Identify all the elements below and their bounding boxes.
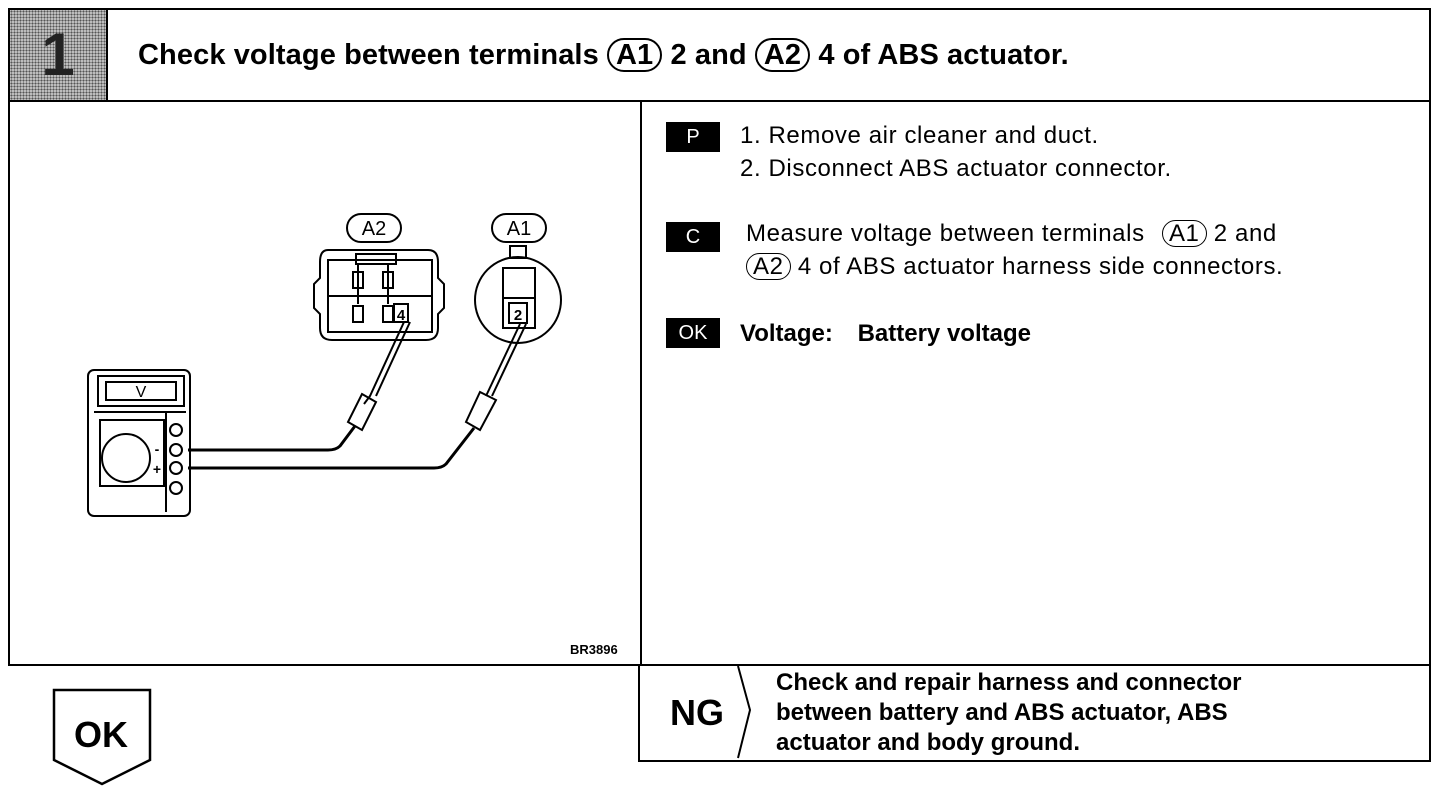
step-number-box: 1	[10, 10, 108, 100]
step-title: Check voltage between terminals A1 2 and…	[138, 38, 1069, 73]
ok-spec: Voltage: Battery voltage	[740, 320, 1031, 348]
instructions-panel: P 1. Remove air cleaner and duct. 2. Dis…	[650, 100, 1430, 660]
title-suffix: 4 of ABS actuator.	[818, 39, 1069, 71]
ng-result-box: NG Check and repair harness and connecto…	[638, 664, 1431, 762]
terminal-a1-oval: A1	[607, 38, 663, 73]
minus-terminal-sign: -	[155, 441, 160, 457]
a1-label: A1	[507, 218, 531, 240]
check-terminal-a1: A1	[1161, 220, 1207, 248]
a2-label-oval	[346, 213, 402, 243]
wiring-illustration: A2 A1 4 2 V - + BR3896	[10, 100, 638, 664]
voltmeter-dial	[101, 433, 151, 483]
step-body: A2 A1 4 2 V - + BR3896 P 1. Remove air c…	[8, 100, 1431, 666]
a2-pin-number: 4	[397, 307, 406, 324]
prep-step-1: 1. Remove air cleaner and duct.	[740, 122, 1099, 149]
ng-action-line-2: between battery and ABS actuator, ABS	[776, 699, 1228, 726]
column-divider	[640, 100, 642, 664]
check-line-2-suffix: 4 of ABS actuator harness side connector…	[797, 253, 1284, 280]
prep-step-2: 2. Disconnect ABS actuator connector.	[740, 155, 1172, 182]
check-line-1: Measure voltage between terminals A1 2 a…	[746, 220, 1277, 248]
negative-lead	[188, 425, 357, 452]
title-middle: 2 and	[670, 39, 747, 71]
ok-spec-label: Voltage:	[740, 320, 833, 347]
ng-label: NG	[670, 692, 724, 733]
plus-terminal-sign: +	[153, 461, 161, 477]
a1-pin-number: 2	[514, 307, 522, 324]
terminal-a2-oval: A2	[754, 38, 811, 73]
step-number: 1	[41, 21, 75, 88]
check-line-1-suffix: 2 and	[1213, 220, 1277, 247]
title-prefix: Check voltage between terminals	[138, 39, 599, 71]
positive-lead	[188, 427, 476, 470]
ok-result-label: OK	[74, 714, 128, 755]
ng-action-text: Check and repair harness and connector b…	[776, 668, 1241, 758]
prep-badge: P	[666, 122, 720, 152]
a2-label: A2	[362, 218, 386, 240]
voltmeter-diagram: A2 A1 4 2 V - +	[87, 213, 562, 517]
a2-connector-shell	[313, 249, 445, 341]
ng-action-line-3: actuator and body ground.	[776, 729, 1080, 756]
probe-a1	[464, 390, 498, 432]
check-line-1-prefix: Measure voltage between terminals	[746, 220, 1145, 247]
ok-result-tag	[52, 688, 152, 786]
voltmeter-body	[87, 369, 191, 517]
ng-chevron-icon	[737, 665, 752, 759]
probe-a2	[363, 321, 405, 405]
check-badge: C	[666, 222, 720, 252]
ok-spec-value: Battery voltage	[857, 320, 1031, 347]
check-terminal-a2: A2	[746, 253, 791, 281]
figure-code: BR3896	[570, 642, 618, 657]
check-line-2: A2 4 of ABS actuator harness side connec…	[746, 253, 1283, 281]
ng-action-line-1: Check and repair harness and connector	[776, 669, 1242, 696]
a1-label-oval	[491, 213, 547, 243]
ok-badge: OK	[666, 318, 720, 348]
step-header: 1 Check voltage between terminals A1 2 a…	[8, 8, 1431, 102]
meter-display-unit: V	[136, 384, 147, 401]
